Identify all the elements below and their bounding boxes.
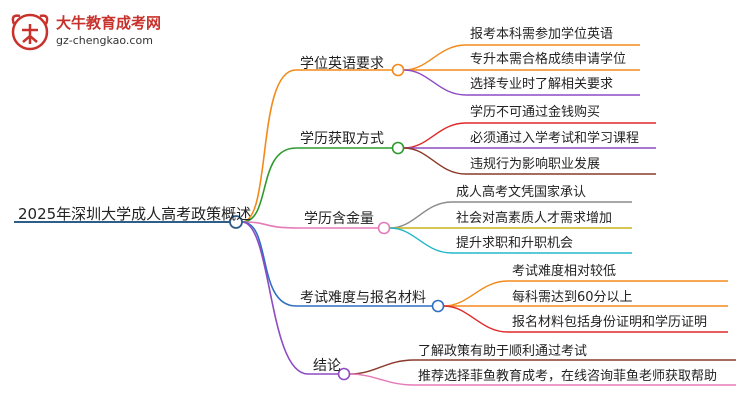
leaf-label: 成人高考文凭国家承认 (456, 185, 587, 200)
leaf-connector (403, 122, 467, 149)
leaf-label: 专升本需合格成绩申请学位 (470, 52, 627, 67)
branch-node-circle[interactable] (431, 299, 445, 313)
leaf-label: 了解政策有助于顺利通过考试 (418, 344, 588, 359)
leaf-connector (349, 373, 415, 386)
branch-label-exam-difficulty: 考试难度与报名材料 (300, 290, 426, 306)
branch-node-circle[interactable] (391, 63, 405, 77)
branch-label-diploma-acquisition: 学历获取方式 (300, 131, 384, 147)
branch-label-conclusion: 结论 (313, 358, 341, 374)
leaf-connector (443, 280, 509, 307)
root-node-circle[interactable] (229, 215, 243, 229)
branch-connector (241, 69, 297, 223)
leaf-connector (349, 359, 415, 375)
leaf-connector (403, 44, 467, 71)
leaf-label: 必须通过入学考试和学习课程 (470, 131, 640, 146)
site-logo[interactable]: 大牛教育成考网 gz-chengkao.com (8, 10, 198, 52)
branch-label-degree-english: 学位英语要求 (300, 56, 384, 72)
leaf-label: 选择专业时了解相关要求 (470, 77, 614, 92)
leaf-connector (389, 201, 453, 229)
branch-node-circle[interactable] (377, 221, 391, 235)
leaf-label: 推荐选择菲鱼教育成考，在线咨询菲鱼老师获取帮助 (418, 369, 718, 384)
logo-site-name: 大牛教育成考网 (56, 14, 162, 32)
leaf-label: 违规行为影响职业发展 (470, 157, 601, 172)
leaf-label: 报名材料包括身份证明和学历证明 (512, 315, 708, 330)
leaf-label: 提升求职和升职机会 (456, 236, 574, 251)
leaf-connector (389, 227, 453, 254)
branch-connector (241, 221, 309, 375)
leaf-label: 考试难度相对较低 (512, 264, 617, 279)
root-topic-label: 2025年深圳大学成人高考政策概述 (18, 205, 252, 223)
leaf-label: 学历不可通过金钱购买 (470, 105, 601, 120)
leaf-label: 社会对高素质人才需求增加 (456, 211, 613, 226)
branch-node-circle[interactable] (337, 367, 351, 381)
branch-node-circle[interactable] (391, 141, 405, 155)
branch-connector (241, 221, 297, 307)
leaf-connector (403, 69, 467, 96)
leaf-connector (403, 147, 467, 175)
branch-connector (241, 221, 301, 229)
branch-label-diploma-value: 学历含金量 (304, 211, 374, 227)
branch-connector (241, 147, 297, 223)
logo-site-url: gz-chengkao.com (56, 34, 153, 47)
leaf-label: 报考本科需参加学位英语 (470, 27, 614, 42)
leaf-connector (443, 305, 509, 333)
leaf-label: 每科需达到60分以上 (512, 290, 633, 305)
bull-logo-icon (11, 13, 49, 51)
